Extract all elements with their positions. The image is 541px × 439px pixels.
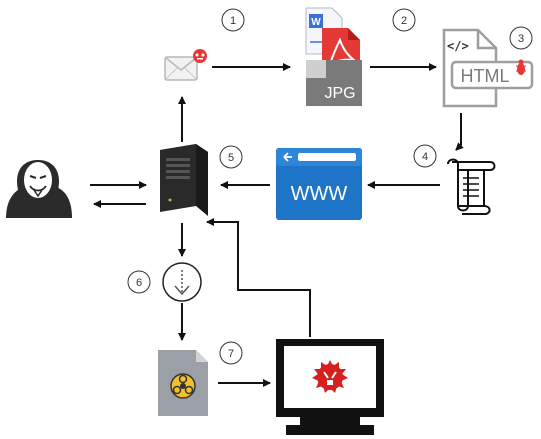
hacker-mask-icon bbox=[6, 160, 72, 218]
document-stack-icon: W JPG bbox=[305, 7, 362, 106]
infected-monitor-icon bbox=[276, 339, 384, 435]
html-code-label: </> bbox=[447, 39, 469, 53]
svg-text:W: W bbox=[311, 17, 321, 28]
flow-arrows bbox=[90, 63, 464, 387]
step-number: 3 bbox=[518, 33, 524, 45]
jpg-document-icon: JPG bbox=[306, 60, 362, 106]
step-badge-4: 4 bbox=[413, 144, 437, 168]
step-badge-6: 6 bbox=[127, 270, 151, 294]
step-badge-5: 5 bbox=[219, 145, 243, 169]
bug-icon bbox=[516, 59, 526, 75]
step-badge-3: 3 bbox=[509, 26, 533, 50]
email-alert-badge-icon bbox=[193, 49, 207, 63]
arrow-html-to-scroll bbox=[455, 113, 464, 151]
step-number: 1 bbox=[230, 15, 236, 27]
browser-www-icon: WWW bbox=[276, 148, 362, 220]
step-number: 7 bbox=[228, 348, 234, 360]
step-badge-2: 2 bbox=[392, 8, 416, 32]
step-number: 4 bbox=[422, 151, 428, 163]
arrow-monitor-to-server bbox=[206, 218, 311, 337]
step-number: 2 bbox=[401, 15, 407, 27]
malware-virus-icon bbox=[312, 360, 348, 393]
biohazard-file-icon bbox=[158, 350, 208, 416]
server-tower-icon bbox=[160, 144, 208, 216]
www-label: WWW bbox=[291, 183, 348, 205]
html-file-icon: </> HTML bbox=[442, 28, 534, 108]
envelope-icon bbox=[164, 49, 207, 81]
jpg-label: JPG bbox=[324, 85, 355, 102]
step-number: 5 bbox=[228, 152, 234, 164]
download-arrow-icon bbox=[162, 262, 202, 302]
html-text-label: HTML bbox=[461, 66, 510, 86]
step-number: 6 bbox=[136, 277, 142, 289]
step-badge-1: 1 bbox=[221, 8, 245, 32]
scroll-icon bbox=[447, 158, 496, 215]
step-badge-7: 7 bbox=[219, 341, 243, 365]
